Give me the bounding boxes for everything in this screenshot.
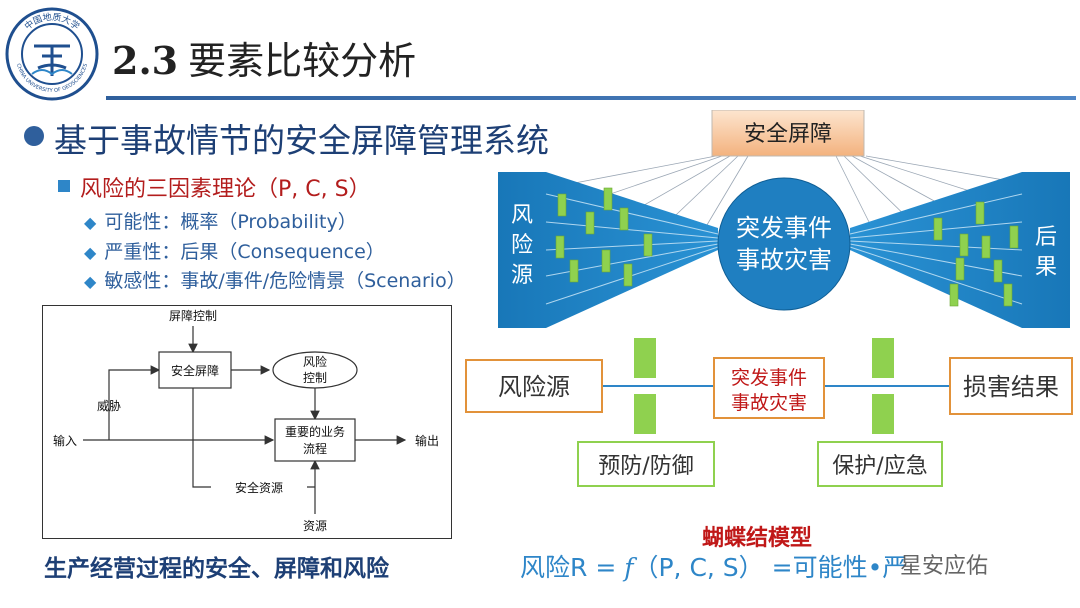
title-underline [106, 96, 1076, 100]
bowtie-diagram: 突发事件 事故灾害 安全屏障 风险源 后果 [498, 110, 1070, 328]
chain-event-2: 事故灾害 [731, 392, 807, 414]
chain-protection: 保护/应急 [832, 454, 927, 479]
formula-func: f [624, 553, 634, 582]
list-item-text: 敏感性：事故/事件/危险情景（Scenario） [104, 270, 466, 292]
vertical-char: 后 [1035, 225, 1057, 250]
university-logo: 中国地质大学 CHINA UNIVERSITY OF GEOSCIENCES [5, 7, 99, 101]
vertical-char: 险 [511, 233, 533, 258]
bowtie-center-label-1: 突发事件 [736, 214, 832, 242]
risk-control-label-line2: 控制 [303, 371, 327, 385]
input-label: 输入 [53, 433, 77, 448]
watermark: 星安应佑 [900, 554, 989, 579]
formula-args: （P, C, S） [633, 553, 764, 582]
resources-label: 资源 [303, 519, 327, 533]
formula-prefix: 风险R = [520, 553, 625, 582]
section-number: 2.3 [112, 38, 179, 83]
safety-system-diagram: 屏障控制 安全屏障 风险 控制 威胁 输入 重要的业务 流程 输出 安全资源 资… [42, 305, 452, 539]
output-label: 输出 [415, 433, 439, 448]
vertical-char: 果 [1035, 255, 1057, 280]
risk-chain-diagram: 风险源 突发事件 事故灾害 损害结果 预防/防御 保护/应急 [465, 338, 1073, 487]
barrier-control-label: 屏障控制 [169, 308, 217, 323]
bowtie-center-label-2: 事故灾害 [736, 246, 832, 274]
left-diagram-caption: 生产经营过程的安全、屏障和风险 [44, 556, 389, 582]
bowtie-caption: 蝴蝶结模型 [702, 526, 813, 551]
list-item-text: 可能性：概率（Probability） [104, 211, 357, 233]
list-item: ◆ 可能性：概率（Probability） [84, 207, 357, 234]
barrier-box-label: 安全屏障 [171, 363, 219, 378]
main-heading: 基于事故情节的安全屏障管理系统 [54, 121, 549, 160]
sub-heading: 风险的三因素理论（P, C, S） [80, 177, 371, 202]
risk-control-label-line1: 风险 [303, 354, 327, 369]
chain-event-1: 突发事件 [731, 367, 807, 389]
safety-resources-label: 安全资源 [235, 480, 283, 495]
chain-damage: 损害结果 [963, 373, 1059, 401]
bowtie-barrier-label: 安全屏障 [744, 122, 832, 147]
diamond-bullet-icon: ◆ [84, 272, 97, 291]
threat-label: 威胁 [97, 398, 121, 413]
business-process-label-line1: 重要的业务 [285, 424, 345, 439]
vertical-char: 源 [511, 263, 533, 288]
list-item: ◆ 敏感性：事故/事件/危险情景（Scenario） [84, 266, 466, 293]
title-text: 要素比较分析 [188, 39, 417, 83]
sub-bullet [58, 180, 70, 192]
diamond-bullet-icon: ◆ [84, 243, 97, 262]
vertical-char: 风 [511, 203, 533, 228]
diamond-bullet-icon: ◆ [84, 213, 97, 232]
bowtie-left-label: 风险源 [511, 203, 533, 288]
list-item-text: 严重性：后果（Consequence） [104, 241, 385, 263]
formula-rest: =可能性•严 [763, 553, 908, 582]
business-process-label-line2: 流程 [303, 441, 327, 456]
bullet-dot [24, 126, 44, 146]
list-item: ◆ 严重性：后果（Consequence） [84, 237, 385, 264]
chain-prevention: 预防/防御 [598, 454, 693, 479]
bowtie-right-label: 后果 [1035, 225, 1057, 280]
chain-risk-source: 风险源 [498, 373, 570, 401]
risk-formula: 风险R = f（P, C, S） =可能性•严 [520, 548, 907, 584]
